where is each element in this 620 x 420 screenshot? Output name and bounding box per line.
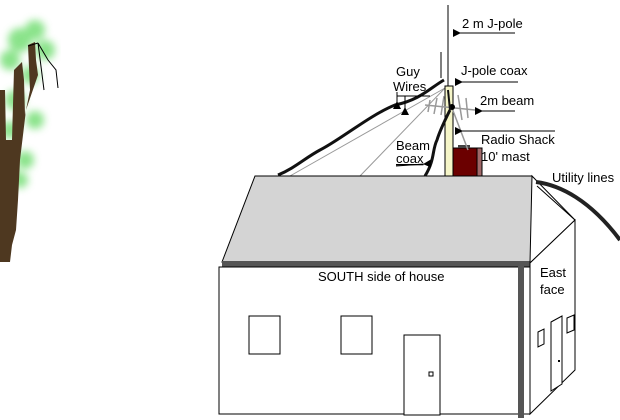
tree [0,20,59,262]
label-east-1: East [540,265,566,280]
east-door [550,315,563,392]
chimney-cap [458,145,470,148]
gutter [222,261,530,267]
chimney [450,147,478,177]
window-right [340,315,373,355]
chimney-side [476,147,483,177]
east-wall [529,218,576,416]
guy-wire-anchor [27,42,59,91]
east-window-2 [566,314,575,334]
east-window-1 [537,328,545,348]
guy-wires [289,87,446,177]
jpole-coax-cable [277,78,445,177]
label-mast: 10' mast [481,149,530,164]
window-left [248,315,281,355]
label-guy: Guy [396,64,420,79]
east-door-knob [558,360,560,362]
label-east-2: face [540,282,565,297]
beam-coax-dn [447,89,451,111]
mast [444,85,454,177]
tree-trunk [0,42,38,262]
roof [221,175,533,263]
door-knob [428,371,434,377]
south-door [403,334,441,416]
utility-line [535,180,620,242]
label-jpole: 2 m J-pole [462,16,523,31]
arrow-beam-coax [395,159,432,168]
callout-arrows [393,29,555,168]
utility-line-2 [536,185,576,221]
label-jpole-coax: J-pole coax [461,63,528,78]
label-south: SOUTH side of house [318,269,444,284]
label-beam-coax-2: coax [396,151,424,166]
label-beam: 2m beam [480,93,534,108]
label-utility: Utility lines [552,170,615,185]
downspout [518,266,524,418]
label-wires: Wires [393,79,427,94]
label-beam-coax-1: Beam [396,138,430,153]
label-radio-shack: Radio Shack [481,132,555,147]
